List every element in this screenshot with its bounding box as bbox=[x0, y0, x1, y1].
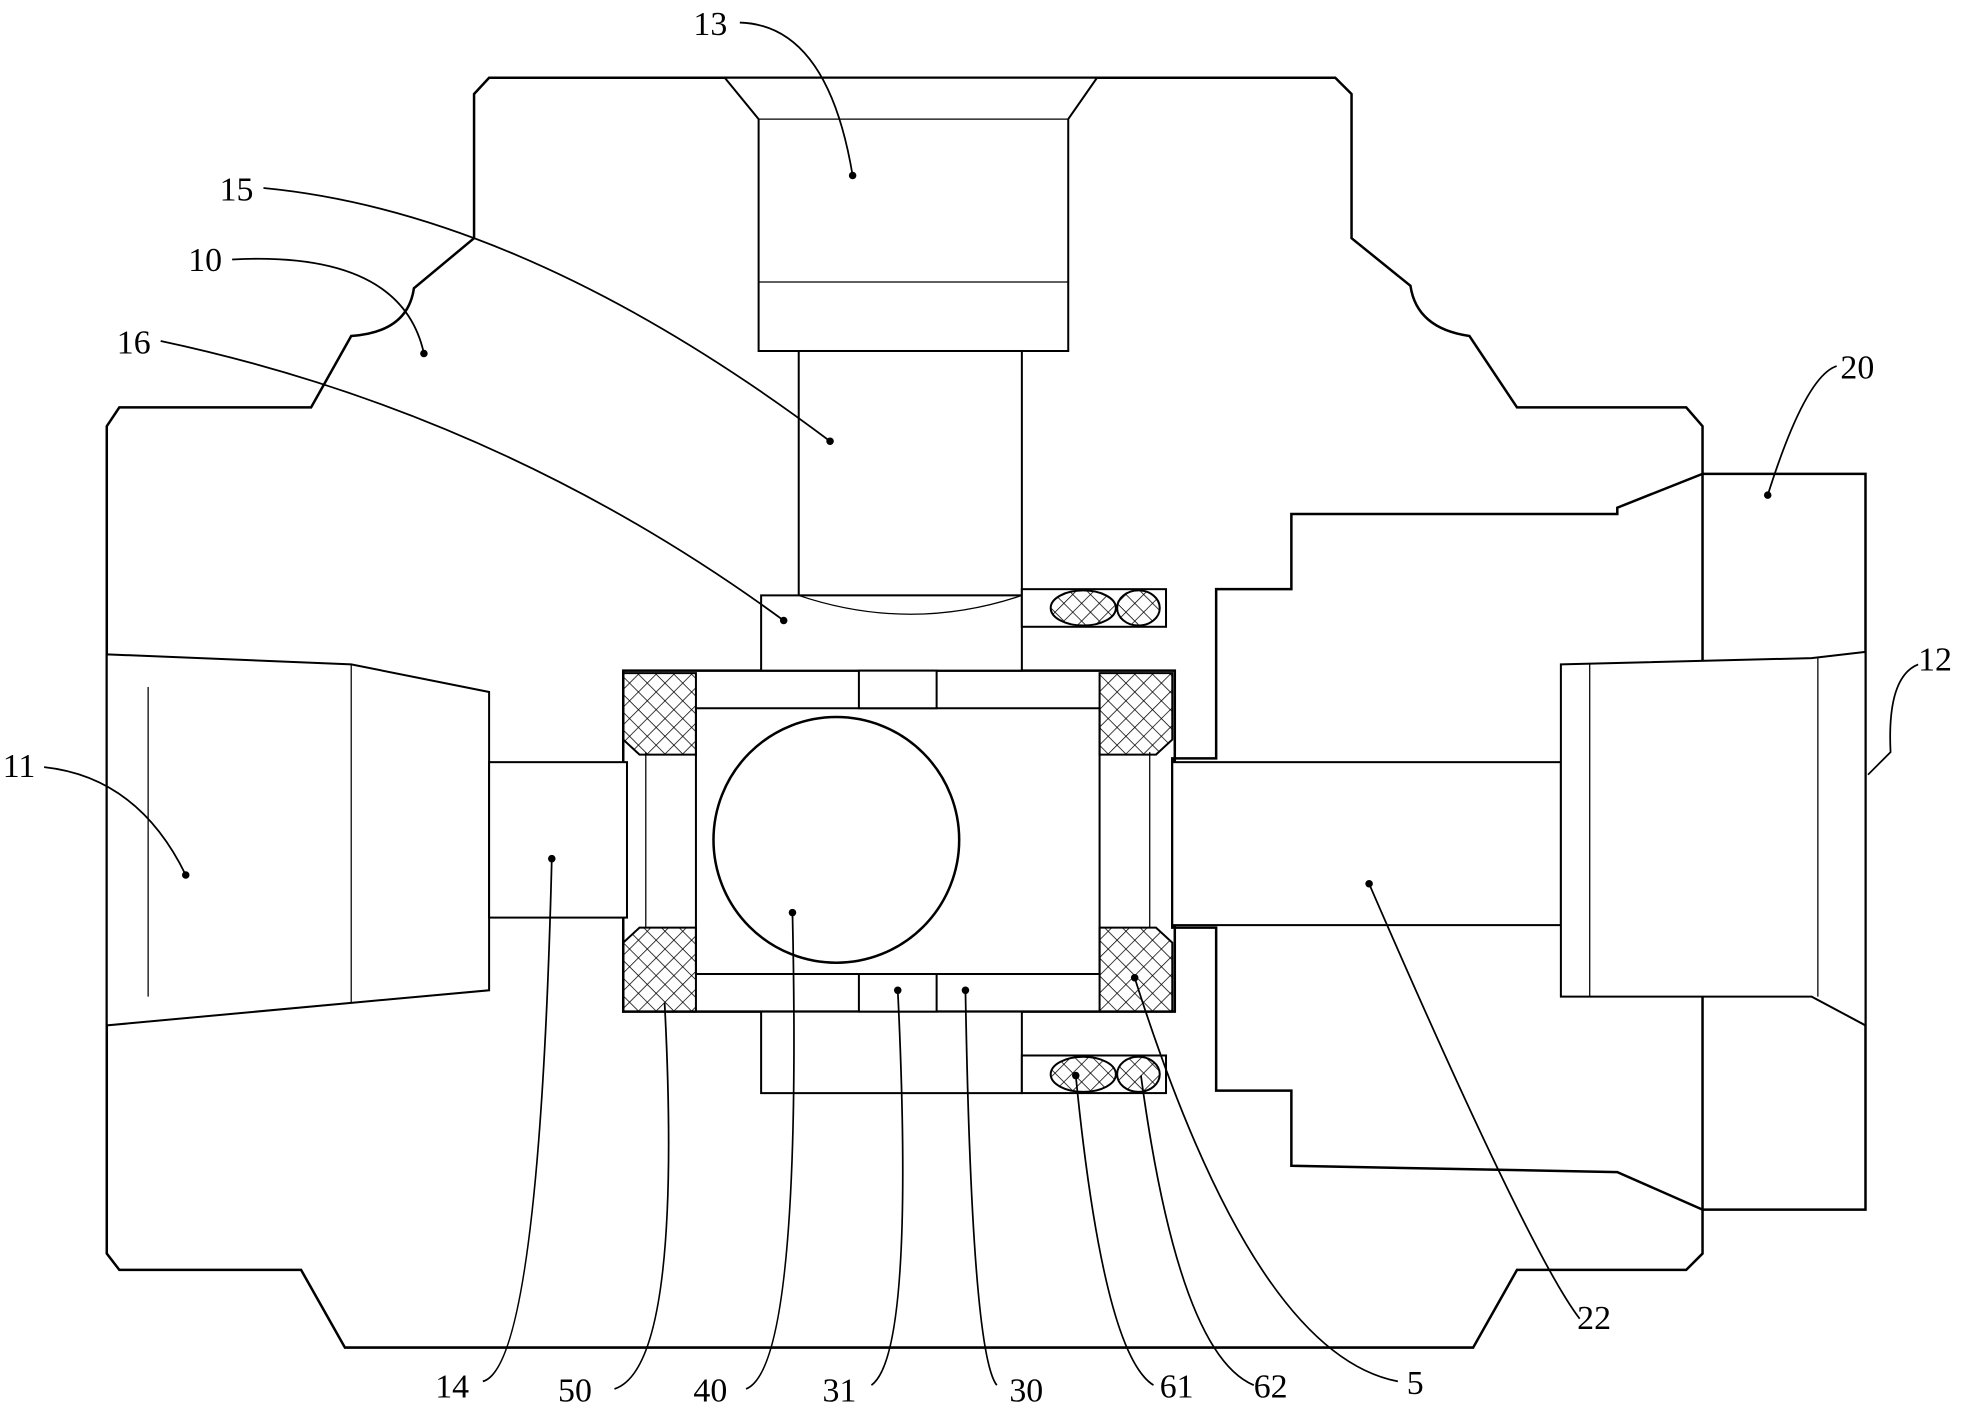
label-62: 62 bbox=[1254, 1369, 1288, 1406]
label-31: 31 bbox=[823, 1372, 857, 1409]
valve-body bbox=[105, 76, 1704, 1349]
detail-lines bbox=[147, 118, 1819, 1003]
label-61: 61 bbox=[1160, 1369, 1194, 1406]
label-16: 16 bbox=[117, 325, 151, 362]
label-30: 30 bbox=[1009, 1372, 1043, 1409]
connector-nut bbox=[1171, 472, 1867, 1211]
o-rings bbox=[1049, 589, 1161, 1093]
label-50: 50 bbox=[558, 1372, 592, 1409]
ball bbox=[712, 715, 961, 964]
seal-rings bbox=[622, 672, 1174, 1013]
label-20: 20 bbox=[1840, 350, 1874, 387]
label-10: 10 bbox=[188, 242, 222, 279]
label-13: 13 bbox=[693, 6, 727, 43]
cavities bbox=[105, 76, 1867, 1095]
label-40: 40 bbox=[693, 1372, 727, 1409]
leader-lines bbox=[44, 21, 1919, 1390]
label-11: 11 bbox=[3, 748, 36, 785]
label-15: 15 bbox=[220, 172, 254, 209]
label-22: 22 bbox=[1577, 1300, 1611, 1337]
label-5: 5 bbox=[1407, 1365, 1424, 1402]
label-14: 14 bbox=[435, 1369, 469, 1406]
leader-dots bbox=[181, 171, 1772, 1080]
label-12: 12 bbox=[1918, 642, 1952, 679]
